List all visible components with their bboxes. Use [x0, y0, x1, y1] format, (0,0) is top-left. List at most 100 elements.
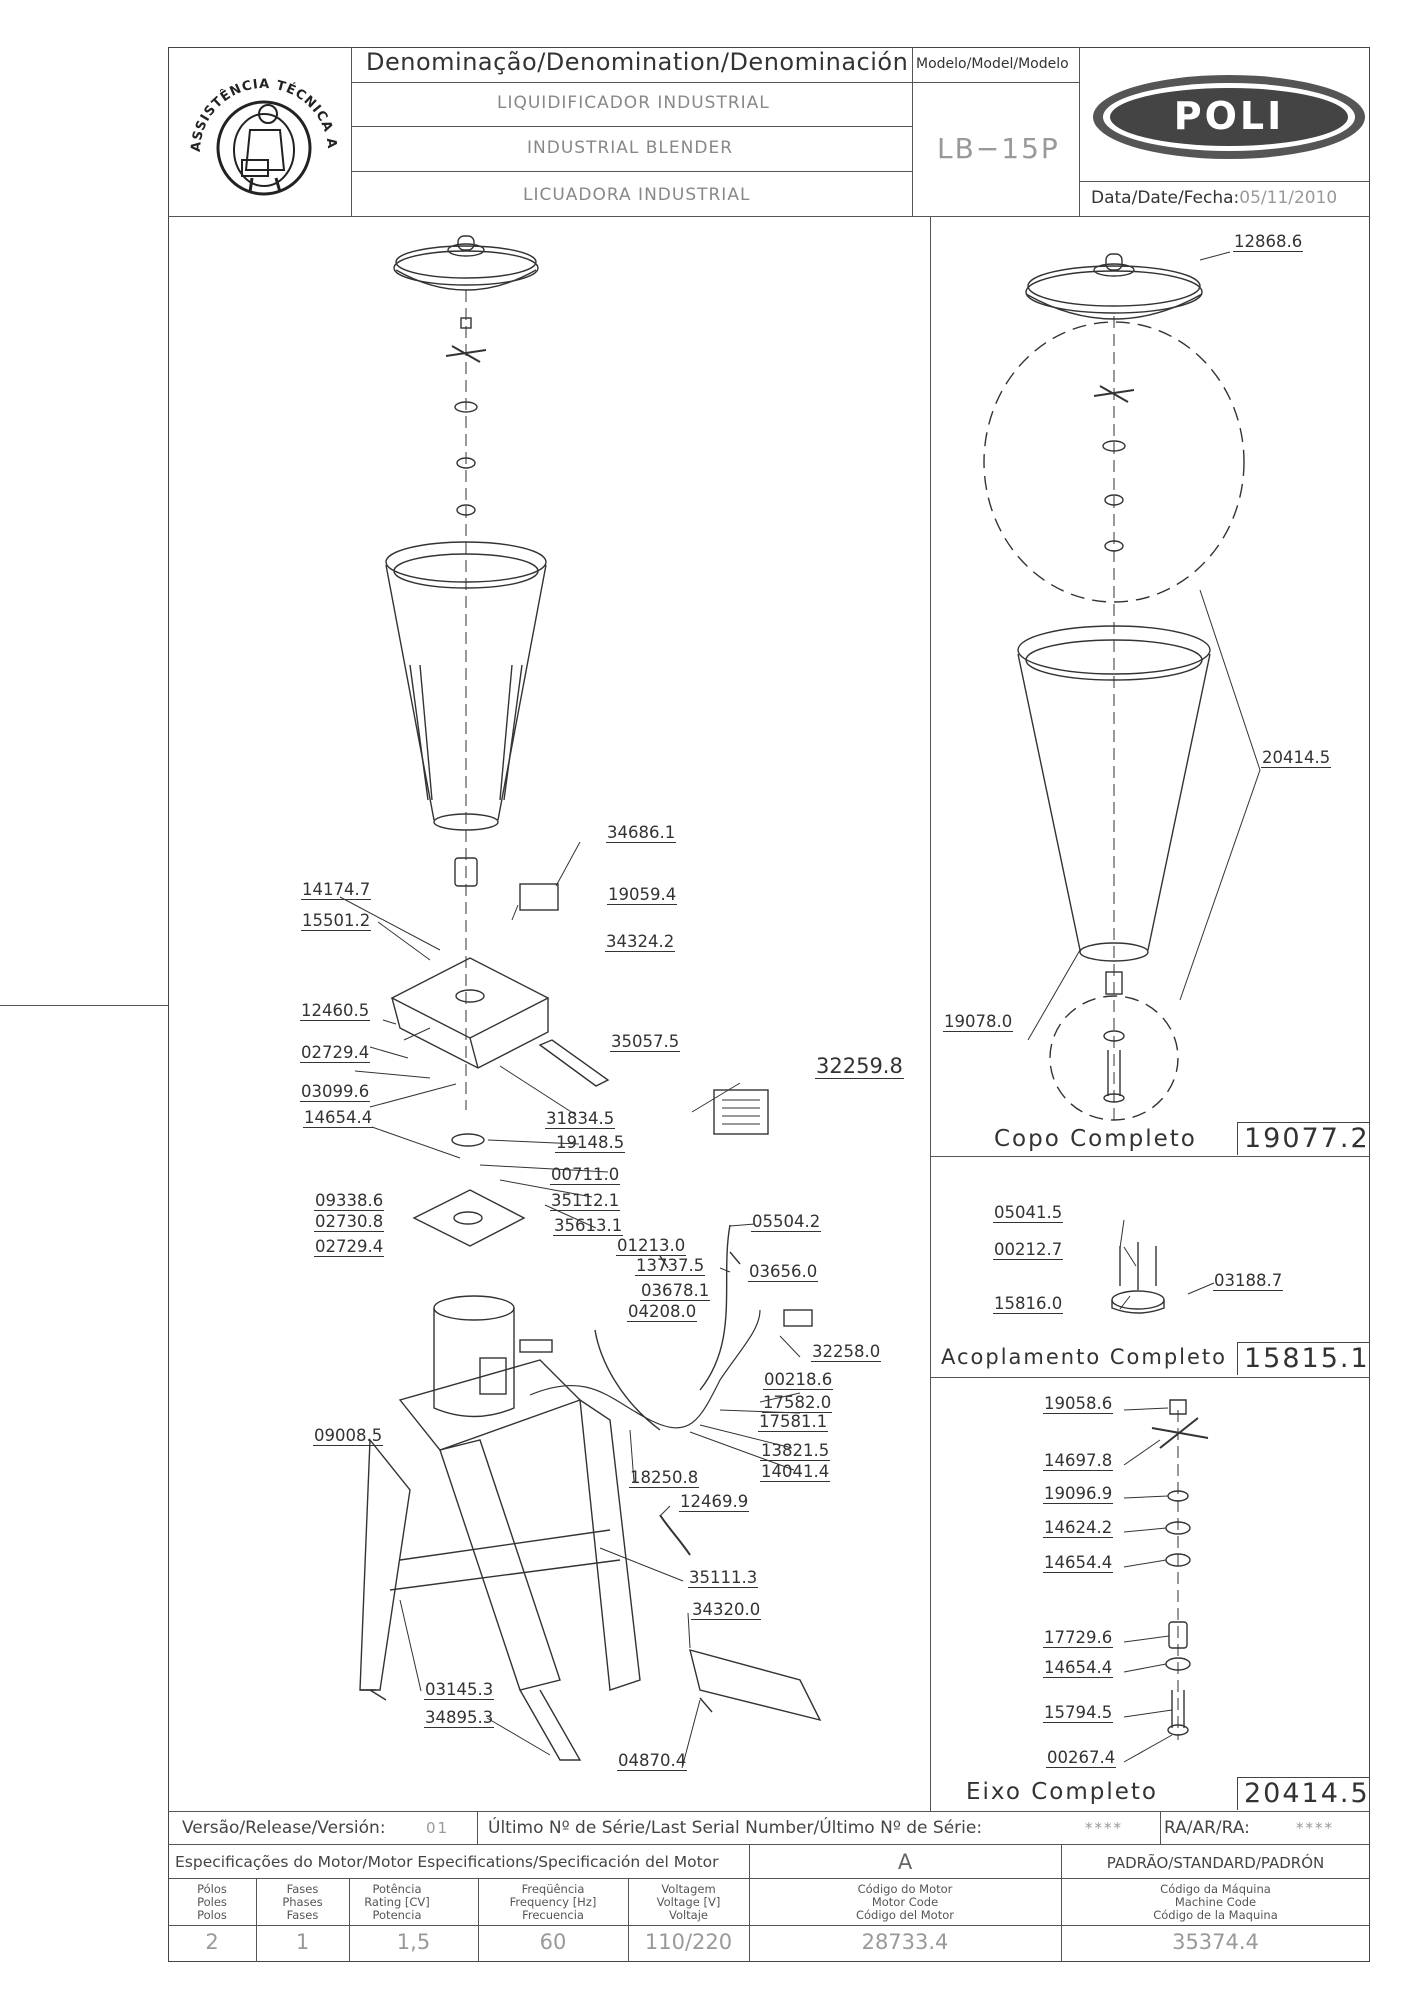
- eixo-completo-code: 20414.5: [1237, 1777, 1370, 1810]
- spec-value-poles: 2: [205, 1930, 219, 1954]
- part-label: 04208.0: [627, 1302, 698, 1322]
- part-label: 00212.7: [993, 1240, 1064, 1260]
- leader-lines: [339, 251, 1261, 1769]
- part-label: 31834.5: [545, 1109, 616, 1129]
- part-label: 03656.0: [748, 1262, 819, 1282]
- part-label: 00267.4: [1046, 1748, 1117, 1768]
- section-line: [930, 1156, 1370, 1157]
- part-label: 19078.0: [943, 1012, 1014, 1032]
- footer-divider: [628, 1878, 629, 1962]
- cup: [385, 541, 547, 583]
- part-label: 03099.6: [300, 1082, 371, 1102]
- spec-value-frequency: 60: [539, 1930, 567, 1954]
- serial-value: ****: [1085, 1819, 1123, 1837]
- part-label: 03145.3: [424, 1680, 495, 1700]
- name-portuguese: LIQUIDIFICADOR INDUSTRIAL: [497, 93, 770, 113]
- part-label: 19058.6: [1043, 1394, 1114, 1414]
- acoplamento-completo-label: Acoplamento Completo: [941, 1345, 1228, 1369]
- part-label: 05504.2: [751, 1212, 822, 1232]
- header-divider: [1079, 47, 1080, 216]
- header-row-line: [1079, 181, 1370, 182]
- part-label: 00218.6: [763, 1370, 834, 1390]
- part-label: 19148.5: [555, 1133, 626, 1153]
- authorized-service-seal: ASSISTÊNCIA TÉCNICA AUTORIZADA: [174, 41, 348, 212]
- part-label: 14654.4: [1043, 1553, 1114, 1573]
- poli-logo: POLI: [1090, 72, 1368, 162]
- base-housing: [390, 957, 550, 1069]
- part-label: 02729.4: [314, 1237, 385, 1257]
- part-label: 12460.5: [300, 1001, 371, 1021]
- header-divider: [351, 47, 352, 216]
- footer-line: [168, 1878, 1370, 1879]
- motor-spec-label: Especificações do Motor/Motor Especifica…: [175, 1853, 719, 1871]
- part-label: 17582.0: [762, 1393, 833, 1413]
- part-label: 00711.0: [550, 1165, 621, 1185]
- part-label: 32259.8: [815, 1054, 904, 1079]
- part-label: 01213.0: [616, 1236, 687, 1256]
- footer-divider: [749, 1844, 750, 1962]
- eixo-completo-label: Eixo Completo: [966, 1779, 1158, 1805]
- part-label: 35112.1: [550, 1191, 621, 1211]
- part-label: 34686.1: [606, 823, 677, 843]
- copo-completo-label: Copo Completo: [994, 1126, 1197, 1152]
- part-label: 09338.6: [314, 1191, 385, 1211]
- part-label: 15816.0: [993, 1294, 1064, 1314]
- part-label: 14697.8: [1043, 1451, 1114, 1471]
- part-label: 12469.9: [679, 1492, 750, 1512]
- body-divider: [930, 216, 931, 1811]
- part-label: 03188.7: [1213, 1271, 1284, 1291]
- motor-class: A: [897, 1850, 913, 1874]
- part-label: 35057.5: [610, 1032, 681, 1052]
- serial-label: Último Nº de Série/Last Serial Number/Úl…: [488, 1818, 983, 1838]
- release-label: Versão/Release/Versión:: [182, 1818, 386, 1838]
- part-label: 34320.0: [691, 1600, 762, 1620]
- part-label: 14654.4: [303, 1108, 374, 1128]
- part-label: 02729.4: [300, 1043, 371, 1063]
- part-label: 18250.8: [629, 1468, 700, 1488]
- part-label: 20414.5: [1261, 748, 1332, 768]
- name-spanish: LICUADORA INDUSTRIAL: [523, 185, 751, 205]
- model-value: LB−15P: [937, 132, 1060, 165]
- part-label: 13737.5: [635, 1256, 706, 1276]
- part-label: 19059.4: [607, 885, 678, 905]
- part-label: 34324.2: [605, 932, 676, 952]
- model-title: Modelo/Model/Modelo: [916, 56, 1069, 72]
- footer-divider: [478, 1878, 479, 1962]
- edge-line: [0, 1005, 168, 1006]
- part-label: 35613.1: [553, 1216, 624, 1236]
- footer-divider: [477, 1811, 478, 1844]
- part-label: 19096.9: [1043, 1484, 1114, 1504]
- standard-label: PADRÃO/STANDARD/PADRÓN: [1106, 1854, 1325, 1872]
- part-label: 03678.1: [640, 1281, 711, 1301]
- cross-bar: [689, 1649, 822, 1722]
- name-english: INDUSTRIAL BLENDER: [527, 138, 734, 158]
- spec-value-machine-code: 35374.4: [1172, 1930, 1259, 1954]
- section-line: [930, 1377, 1370, 1378]
- ra-value: ****: [1296, 1819, 1334, 1837]
- part-label: 05041.5: [993, 1203, 1064, 1223]
- part-label: 35111.3: [688, 1568, 759, 1588]
- part-label: 12868.6: [1233, 232, 1304, 252]
- stand: [398, 1359, 582, 1451]
- part-label: 17581.1: [758, 1412, 829, 1432]
- part-label: 02730.8: [314, 1212, 385, 1232]
- drawing-frame: [168, 47, 1370, 1962]
- part-label: 15501.2: [301, 911, 372, 931]
- date-field: Data/Date/Fecha:05/11/2010: [1091, 188, 1338, 208]
- header-bottom-line: [168, 216, 1370, 217]
- spec-value-voltage: 110/220: [644, 1930, 733, 1954]
- header-row-line: [351, 82, 1079, 83]
- copo-completo-code: 19077.2: [1237, 1122, 1370, 1155]
- part-label: 14654.4: [1043, 1658, 1114, 1678]
- footer-divider: [349, 1878, 350, 1962]
- header-row-line: [351, 126, 912, 127]
- ra-label: RA/AR/RA:: [1164, 1818, 1250, 1838]
- footer-line: [168, 1925, 1370, 1926]
